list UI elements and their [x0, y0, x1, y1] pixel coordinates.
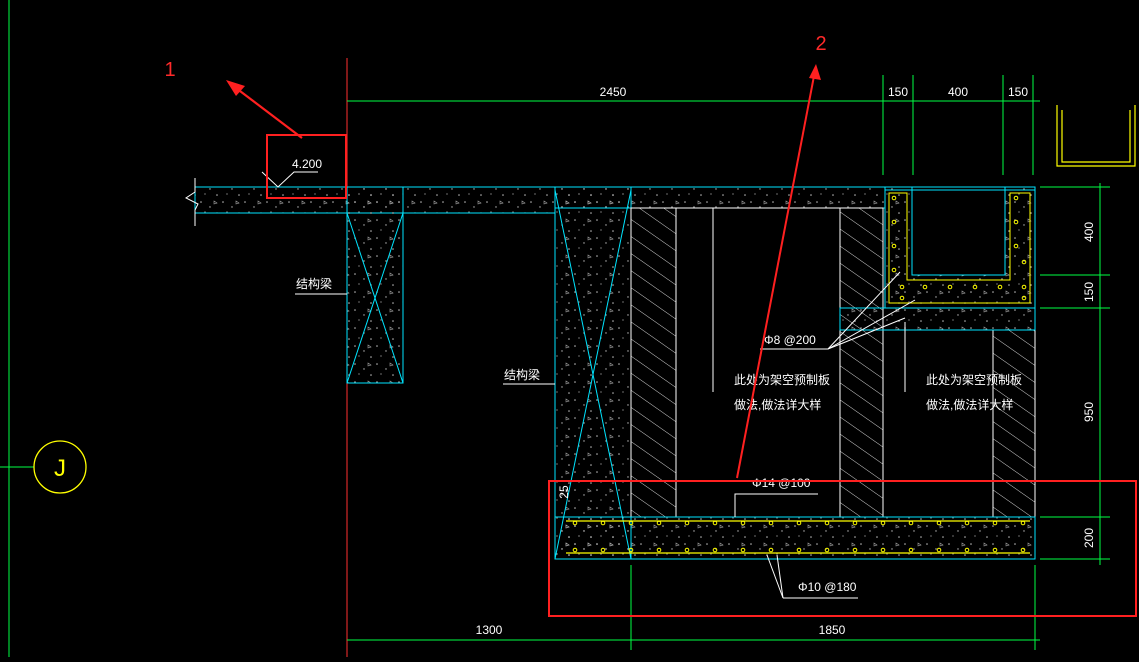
rebar-dot-top [964, 520, 970, 526]
rebar-dot-bottom [824, 547, 830, 553]
rebar-dot-top [852, 520, 858, 526]
rebar-dot-channel [997, 284, 1003, 290]
rebar-dot-top [768, 520, 774, 526]
arrow-marker-1 [226, 80, 303, 139]
break-mark [185, 178, 199, 226]
rebar-dot-bottom [908, 547, 914, 553]
rebar-dot-bottom [712, 547, 718, 553]
label-void-left-1: 此处为架空预制板 [734, 373, 830, 387]
rebar-dot-bottom [600, 547, 606, 553]
label-void-right-1: 此处为架空预制板 [926, 373, 1022, 387]
label-rebar-bottom-top: Φ14 @100 [752, 476, 811, 490]
rebar-dot-bottom [684, 547, 690, 553]
hatched-wall-1 [630, 207, 677, 518]
rebar-dot-top [600, 520, 606, 526]
label-slope: 25 [557, 485, 571, 499]
dim-right-c: 950 [1082, 402, 1096, 422]
dim-right-b: 150 [1082, 282, 1096, 302]
rebar-dot-top [684, 520, 690, 526]
label-void-right-2: 做法,做法详大样 [926, 397, 1013, 412]
dim-bottom-b: 1850 [819, 623, 846, 637]
rebar-dot-bottom [880, 547, 886, 553]
rebar-dot-channel [891, 243, 897, 249]
mid-slab [839, 307, 1036, 331]
rebar-dot-top [628, 520, 634, 526]
grid-bubble-label: J [54, 455, 66, 482]
rebar-dot-channel [1021, 295, 1027, 301]
rebar-dot-channel [1021, 284, 1027, 290]
rebar-dot-top [880, 520, 886, 526]
rebar-dot-bottom [656, 547, 662, 553]
leader-rebar-bottom-main [766, 554, 858, 599]
leader-rebar-upper [760, 271, 916, 350]
rebar-dot-channel [899, 284, 905, 290]
beam-left [346, 186, 404, 384]
rebar-dot-channel [891, 195, 897, 201]
beam-middle [554, 186, 632, 560]
label-rebar-upper: Φ8 @200 [764, 333, 816, 347]
highlight-box-elevation[interactable] [266, 134, 347, 199]
hatched-wall-3 [992, 329, 1036, 518]
dim-top-c: 150 [1008, 85, 1028, 99]
rebar-dot-bottom [572, 547, 578, 553]
bottom-slab [554, 516, 1036, 560]
dim-top-b: 400 [948, 85, 968, 99]
rebar-dot-channel [1021, 259, 1027, 265]
rebar-dot-channel [891, 267, 897, 273]
rebar-dot-bottom [964, 547, 970, 553]
dim-right-a: 400 [1082, 222, 1096, 242]
rebar-dot-top [908, 520, 914, 526]
rebar-dot-bottom [796, 547, 802, 553]
rebar-dot-bottom [628, 547, 634, 553]
rebar-dot-top [992, 520, 998, 526]
rebar-dot-channel [1013, 219, 1019, 225]
leader-rebar-bottom-top [734, 493, 818, 517]
rebar-dot-top [936, 520, 942, 526]
u-channel [884, 186, 1036, 309]
dimension-lines [347, 75, 1110, 650]
dim-top-a: 150 [888, 85, 908, 99]
rebar-dot-top [796, 520, 802, 526]
rebar-dot-bottom [936, 547, 942, 553]
rebar-dot-top [824, 520, 830, 526]
hatched-wall-2 [839, 207, 884, 518]
marker-1-label: 1 [164, 59, 175, 81]
rebar-dot-top [712, 520, 718, 526]
grid-bubble-j: J [33, 440, 87, 494]
dim-right-d: 200 [1082, 528, 1096, 548]
rebar-dot-bottom [740, 547, 746, 553]
void-chamber-left [675, 207, 841, 518]
rebar-dot-channel [1013, 243, 1019, 249]
label-void-left-2: 做法,做法详大样 [734, 397, 821, 412]
rebar-dot-channel [899, 295, 905, 301]
rebar-dot-channel [1013, 195, 1019, 201]
label-beam-mid: 结构梁 [504, 367, 540, 382]
rebar-detail-icon [1056, 105, 1136, 167]
rebar-dot-top [1020, 520, 1026, 526]
rebar-dot-top [656, 520, 662, 526]
rebar-dot-channel [922, 284, 928, 290]
rebar-dot-top [572, 520, 578, 526]
dim-bottom-a: 1300 [476, 623, 503, 637]
elevation-value: 4.200 [292, 157, 322, 171]
highlight-box-bottom-slab[interactable] [548, 480, 1137, 617]
label-rebar-bottom-main: Φ10 @180 [798, 580, 857, 594]
rebar-dot-bottom [852, 547, 858, 553]
rebar-dot-bottom [768, 547, 774, 553]
void-chamber-right [882, 329, 994, 518]
arrow-marker-2 [736, 64, 821, 479]
rebar-dot-channel [891, 219, 897, 225]
marker-2-label: 2 [815, 33, 826, 55]
rebar-dot-bottom [1020, 547, 1026, 553]
rebar-dot-top [740, 520, 746, 526]
rebar-dot-channel [947, 284, 953, 290]
dim-top-total: 2450 [600, 85, 627, 99]
rebar-dot-bottom [992, 547, 998, 553]
rebar-dot-channel [972, 284, 978, 290]
label-beam-left: 结构梁 [296, 276, 332, 291]
elevation-marker: 4.200 [261, 157, 322, 188]
